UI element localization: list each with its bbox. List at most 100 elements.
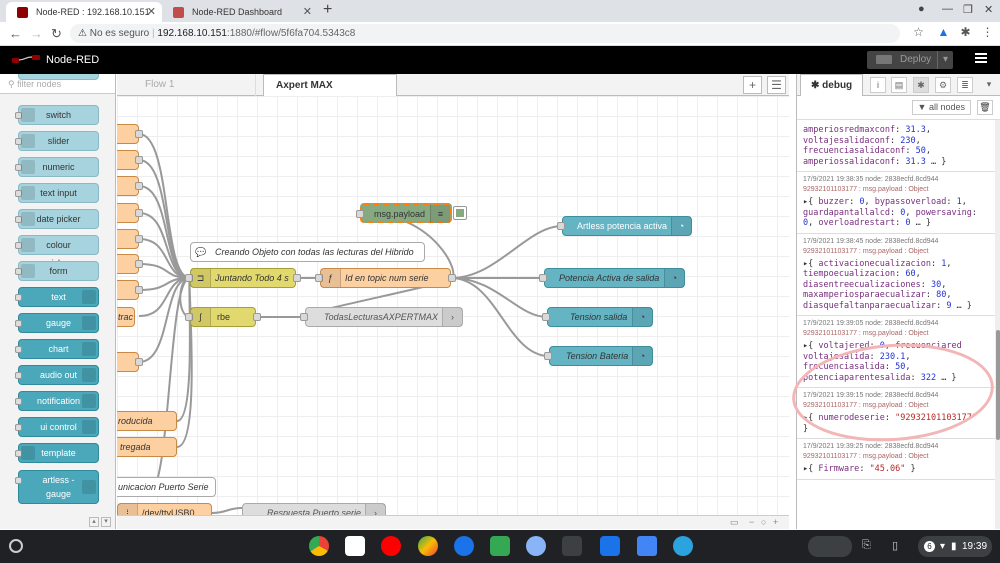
palette-node-template[interactable]: template xyxy=(15,443,99,463)
palette-node-text-input[interactable]: text input xyxy=(15,183,99,203)
palette-node-artless-gauge[interactable]: artless - gauge xyxy=(15,470,99,504)
debug-node-msg-payload[interactable]: msg.payload≡ xyxy=(356,203,452,223)
palette-node-notification[interactable]: notification xyxy=(15,391,99,411)
debug-message[interactable]: amperiosredmaxconf: 31.3,voltajesalidaco… xyxy=(797,120,995,172)
function-node[interactable] xyxy=(117,124,143,144)
zoom-reset-icon[interactable]: ○ xyxy=(761,517,767,527)
profile-icon[interactable]: ● xyxy=(918,3,925,15)
close-tab-icon[interactable]: ✕ xyxy=(146,6,156,18)
clear-debug-trash-icon[interactable]: 🗑 xyxy=(977,100,993,115)
back-arrow-icon[interactable]: ← xyxy=(9,26,22,41)
comment-node-creando-objeto[interactable]: 💬Creando Objeto con todas las lecturas d… xyxy=(190,242,425,262)
function-node[interactable] xyxy=(117,254,143,274)
output-port[interactable] xyxy=(135,209,143,217)
palette-node-slider[interactable]: slider xyxy=(15,131,99,151)
function-node[interactable] xyxy=(117,352,143,372)
debug-filter-button[interactable]: ▼ all nodes xyxy=(911,100,971,115)
config-gear-icon[interactable]: ⚙ xyxy=(935,77,951,93)
deploy-button[interactable]: Deploy ▾ xyxy=(867,51,953,69)
debug-toggle-button[interactable] xyxy=(453,206,467,220)
output-port[interactable] xyxy=(448,274,456,282)
output-port[interactable] xyxy=(253,313,261,321)
function-node-trac[interactable]: trac xyxy=(117,307,135,327)
extensions-puzzle-icon[interactable]: ✱ xyxy=(960,25,971,39)
palette-node-numeric[interactable]: numeric xyxy=(15,157,99,177)
debug-message-body[interactable]: ▸{ Firmware: "45.06" } xyxy=(803,462,989,475)
deploy-dropdown-icon[interactable]: ▾ xyxy=(937,51,953,69)
help-book-icon[interactable]: ▤ xyxy=(891,77,907,93)
palette-node-partial[interactable] xyxy=(18,74,99,80)
function-node[interactable] xyxy=(117,150,143,170)
scrollbar-thumb[interactable] xyxy=(996,330,1000,440)
telegram-app-icon[interactable] xyxy=(673,536,693,556)
palette-node-audio-out[interactable]: audio out xyxy=(15,365,99,385)
files-app-icon[interactable] xyxy=(600,536,620,556)
add-flow-button[interactable]: + xyxy=(743,76,762,94)
serial-port-node[interactable]: ⁞/dev/ttyUSB0 xyxy=(117,503,212,515)
debug-message[interactable]: 17/9/2021 19:39:25 node: 2838ecfd.8cd944… xyxy=(797,439,995,480)
palette-node-ui-control[interactable]: ui control xyxy=(15,417,99,437)
output-port[interactable] xyxy=(135,235,143,243)
output-port[interactable] xyxy=(135,286,143,294)
function-node-entregada[interactable]: tregada xyxy=(117,437,177,457)
function-node[interactable] xyxy=(117,203,143,223)
comment-node-comunicacion[interactable]: unicacion Puerto Serie xyxy=(117,477,216,497)
main-menu-icon[interactable] xyxy=(975,53,987,63)
collapse-all-icon[interactable]: ▴ xyxy=(89,517,99,527)
input-port[interactable] xyxy=(185,274,193,282)
weather-app-icon[interactable] xyxy=(526,536,546,556)
debug-message[interactable]: 17/9/2021 19:39:15 node: 2838ecfd.8cd944… xyxy=(797,388,995,439)
phone-hub-icon[interactable]: ▯ xyxy=(892,540,899,552)
debug-bug-icon[interactable]: ✱ xyxy=(913,77,929,93)
navigator-icon[interactable]: ▭ xyxy=(730,517,739,527)
input-port[interactable] xyxy=(185,313,193,321)
input-port[interactable] xyxy=(557,222,565,230)
launcher-icon[interactable] xyxy=(9,539,23,553)
input-port[interactable] xyxy=(300,313,308,321)
debug-message-body[interactable]: ▸{ numerodeserie: "92932101103177"} xyxy=(803,411,989,434)
palette-node-form[interactable]: form xyxy=(15,261,99,281)
browser-tab-node-red[interactable]: Node-RED : 192.168.10.151 ✕ xyxy=(6,2,162,22)
debug-message-body[interactable]: ▸{ activacionecualizacion: 1,tiempoecual… xyxy=(803,257,989,312)
vm-app-icon[interactable] xyxy=(637,536,657,556)
home-app-icon[interactable] xyxy=(454,536,474,556)
respuesta-puerto-node[interactable]: Respuesta Puerto serie› xyxy=(242,503,386,515)
debug-message-body[interactable]: amperiosredmaxconf: 31.3,voltajesalidaco… xyxy=(803,123,989,167)
output-port[interactable] xyxy=(135,260,143,268)
drive-extension-icon[interactable]: ▲ xyxy=(937,25,950,39)
palette-node-text[interactable]: text xyxy=(15,287,99,307)
output-port[interactable] xyxy=(135,156,143,164)
input-port[interactable] xyxy=(539,274,547,282)
debug-message-list[interactable]: amperiosredmaxconf: 31.3,voltajesalidaco… xyxy=(797,120,995,529)
debug-scrollbar[interactable] xyxy=(995,120,1000,529)
minimize-icon[interactable]: — xyxy=(942,3,953,15)
zoom-out-icon[interactable]: − xyxy=(749,517,755,527)
tab-axpert-max[interactable]: Axpert MAX xyxy=(263,74,397,96)
browser-tab-dashboard[interactable]: Node-RED Dashboard ✕ xyxy=(162,2,318,22)
palette-node-gauge[interactable]: gauge xyxy=(15,313,99,333)
terminal-app-icon[interactable] xyxy=(562,536,582,556)
bookmark-star-icon[interactable]: ☆ xyxy=(913,25,924,39)
function-node-producida[interactable]: roducida xyxy=(117,411,177,431)
status-area[interactable]: 6 ▾ ▮ 19:39 xyxy=(918,536,992,557)
new-tab-button[interactable]: + xyxy=(323,1,333,18)
reload-icon[interactable]: ↻ xyxy=(51,26,62,41)
sheets-app-icon[interactable] xyxy=(490,536,510,556)
palette-node-date-picker[interactable]: date picker xyxy=(15,209,99,229)
input-port[interactable] xyxy=(544,352,552,360)
palette-node-colour-picker[interactable]: colour picker xyxy=(15,235,99,268)
clipboard-icon[interactable]: ⎘ xyxy=(862,539,871,551)
debug-message[interactable]: 17/9/2021 19:38:45 node: 2838ecfd.8cd944… xyxy=(797,234,995,316)
debug-message[interactable]: 17/9/2021 19:39:05 node: 2838ecfd.8cd944… xyxy=(797,316,995,388)
youtube-app-icon[interactable] xyxy=(381,536,401,556)
tab-flow-1[interactable]: Flow 1 xyxy=(133,74,256,96)
palette-node-switch[interactable]: switch xyxy=(15,105,99,125)
close-window-icon[interactable]: ✕ xyxy=(984,4,994,16)
debug-message-body[interactable]: ▸{ buzzer: 0, bypassoverload: 1,guardapa… xyxy=(803,195,989,229)
forward-arrow-icon[interactable]: → xyxy=(30,26,43,41)
input-port[interactable] xyxy=(356,210,364,218)
function-node[interactable] xyxy=(117,176,143,196)
restore-icon[interactable]: ❐ xyxy=(963,4,973,16)
